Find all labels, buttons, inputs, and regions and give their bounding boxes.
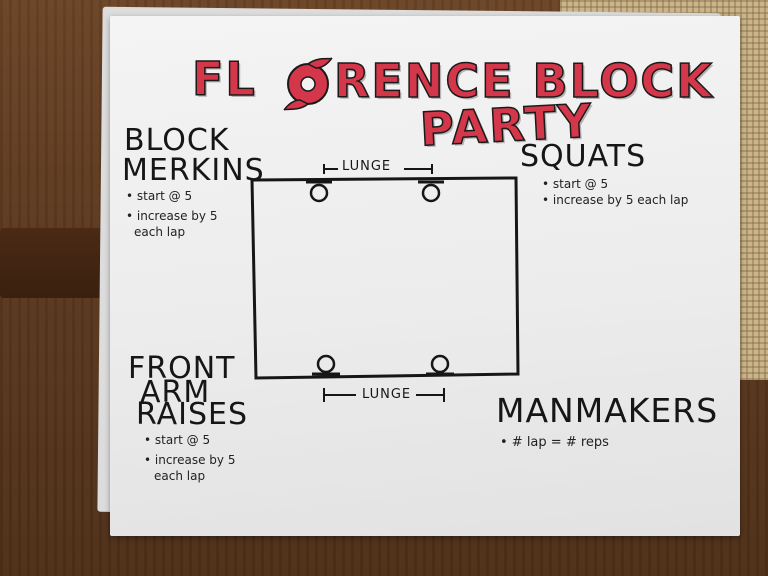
block-merkins-note-1: • start @ 5: [126, 189, 193, 203]
block-merkins-heading-2: MERKINS: [122, 153, 265, 188]
top-lunge-label: LUNGE: [342, 159, 392, 174]
manmakers-note-1: • # lap = # reps: [500, 435, 609, 450]
top-lunge-bracket: [323, 164, 433, 174]
cone-top-right: [418, 180, 444, 203]
squats-note-1: • start @ 5: [542, 177, 609, 191]
block-merkins-note-3: each lap: [134, 225, 186, 239]
block-merkins-note-2: • increase by 5: [126, 209, 218, 223]
bottom-lunge-bracket: [323, 388, 445, 402]
cone-top-left: [306, 180, 332, 203]
course-diagram: [250, 164, 520, 402]
front-arm-raises-heading-2: ARM: [140, 375, 211, 410]
cone-bottom-left: [312, 354, 340, 376]
block-merkins-heading-1: BLOCK: [124, 123, 230, 158]
squats-note-2: • increase by 5 each lap: [542, 193, 689, 207]
front-arm-raises-heading-3: RAISES: [136, 397, 249, 432]
manmakers-heading: MANMAKERS: [496, 391, 719, 430]
title-part1: FL: [191, 52, 257, 106]
title-part2: RENCE BLOCK: [333, 54, 714, 108]
bottom-lunge-label: LUNGE: [362, 387, 412, 402]
workout-poster: FL RENCE BLOCK PARTY BLOCK MERKINS • sta…: [110, 16, 740, 536]
front-arm-raises-heading-1: FRONT: [128, 351, 236, 386]
front-arm-raises-note-3: each lap: [154, 469, 206, 483]
front-arm-raises-note-1: • start @ 5: [144, 433, 211, 447]
front-arm-raises-note-2: • increase by 5: [144, 453, 236, 467]
block-outline: [250, 176, 520, 380]
chair-back: [0, 228, 110, 298]
squats-heading: SQUATS: [520, 139, 647, 174]
hurricane-symbol-icon: [283, 57, 333, 111]
cone-bottom-right: [426, 354, 454, 376]
